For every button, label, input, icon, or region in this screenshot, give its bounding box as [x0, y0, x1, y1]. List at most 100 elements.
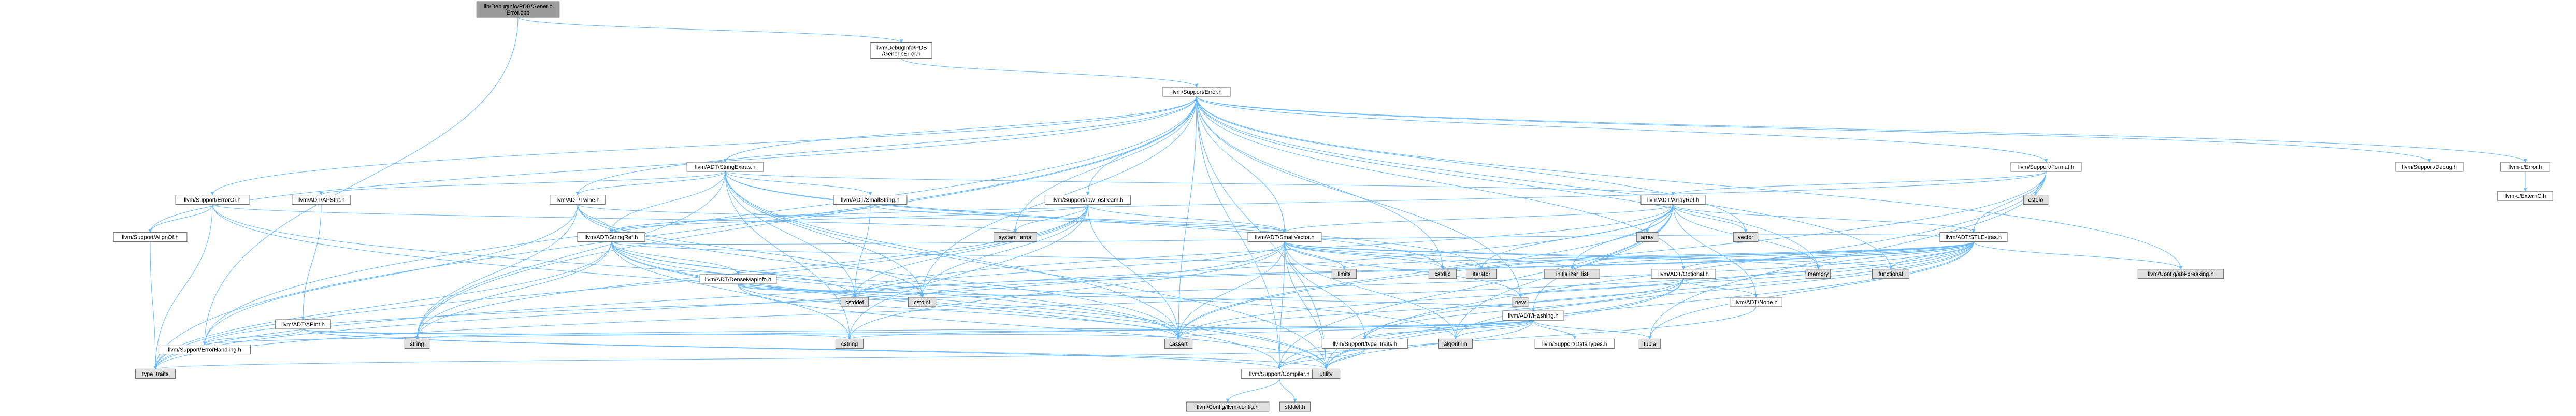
graph-node-optional[interactable]: llvm/ADT/Optional.h [1651, 269, 1716, 279]
graph-node-pdb-err[interactable]: llvm/DebugInfo/PDB/GenericError.h [870, 42, 932, 59]
graph-node-type-traits: type_traits [135, 368, 176, 379]
dependency-edge [1324, 278, 1684, 370]
node-label: llvm/Support/Error.h [1171, 89, 1221, 95]
dependency-edge [738, 283, 924, 298]
graph-node-cassert: cassert [1164, 338, 1193, 349]
dependency-edge [609, 171, 2047, 233]
node-label: cstring [841, 341, 858, 347]
node-box [1872, 269, 1909, 279]
node-box [292, 195, 351, 205]
graph-node-data-types[interactable]: llvm/Support/DataTypes.h [1534, 338, 1615, 349]
graph-node-debug[interactable]: llvm/Support/Debug.h [2395, 162, 2464, 172]
graph-node-type-traits-llvm[interactable]: llvm/Support/type_traits.h [1321, 338, 1408, 349]
node-label: llvm/ADT/Optional.h [1658, 271, 1709, 278]
graph-node-compiler[interactable]: llvm/Support/Compiler.h [1241, 368, 1318, 379]
dependency-edge [738, 283, 1181, 340]
dependency-edge [611, 241, 1346, 270]
dependency-edge [153, 96, 1197, 370]
dependency-edge [415, 204, 578, 340]
graph-node-stddef: stddef.h [1279, 401, 1311, 412]
dependency-edge [1087, 204, 1287, 233]
dependency-edge [150, 241, 157, 370]
node-label: iterator [1473, 271, 1491, 278]
dependency-edge [148, 96, 1197, 233]
node-label: llvm-c/Error.h [2509, 164, 2542, 170]
node-box [835, 338, 864, 349]
dependency-edge [853, 241, 1285, 298]
graph-node-small-vector[interactable]: llvm/ADT/SmallVector.h [1247, 232, 1322, 242]
dependency-edge [611, 241, 857, 298]
dependency-edge [1284, 241, 1522, 298]
graph-node-dense-map-info[interactable]: llvm/ADT/DenseMapInfo.h [699, 274, 777, 284]
dependency-edge [1324, 320, 1534, 370]
dependency-edge [901, 58, 1199, 88]
dependency-edge [1648, 171, 2047, 340]
graph-node-functional: functional [1872, 269, 1909, 279]
node-label: llvm/Support/DataTypes.h [1542, 341, 1607, 347]
dependency-edge [725, 171, 1328, 370]
graph-node-small-string[interactable]: llvm/ADT/SmallString.h [833, 195, 908, 205]
dependency-edge [153, 204, 1674, 370]
graph-node-string-extras[interactable]: llvm/ADT/StringExtras.h [686, 162, 764, 172]
graph-node-c-externc[interactable]: llvm-c/ExternC.h [2497, 191, 2553, 201]
graph-node-vector: vector [1733, 232, 1759, 242]
node-box [158, 345, 251, 355]
node-label: /GenericError.h [882, 51, 921, 58]
graph-node-raw-ostream[interactable]: llvm/Support/raw_ostream.h [1044, 195, 1131, 205]
dependency-edge [725, 171, 1445, 270]
node-label: new [1515, 299, 1526, 306]
graph-node-array-ref[interactable]: llvm/ADT/ArrayRef.h [1640, 195, 1706, 205]
graph-node-sup-err[interactable]: llvm/Support/Error.h [1162, 87, 1231, 97]
graph-node-none[interactable]: llvm/ADT/None.h [1730, 297, 1782, 307]
dependency-edge [301, 204, 322, 320]
dependency-edge [853, 204, 1674, 298]
node-box [2500, 162, 2550, 172]
dependency-edge [1279, 378, 1297, 403]
dependency-edge [1196, 96, 2183, 270]
node-label: cstddef [845, 299, 864, 306]
dependency-edge [847, 241, 1285, 340]
graph-node-c-error[interactable]: llvm-c/Error.h [2500, 162, 2550, 172]
node-label: llvm/Config/llvm-config.h [1197, 404, 1258, 410]
dependency-edge [415, 171, 726, 340]
node-label: llvm/ADT/StringRef.h [585, 235, 638, 241]
dependency-edge [415, 320, 1534, 340]
graph-node-string-ref[interactable]: llvm/ADT/StringRef.h [577, 232, 645, 242]
dependency-edge [415, 204, 1088, 340]
node-box [994, 232, 1037, 242]
graph-node-algorithm: algorithm [1438, 338, 1473, 349]
graph-node-align-of[interactable]: llvm/Support/AlignOf.h [113, 232, 188, 242]
dependency-edge [203, 328, 304, 346]
graph-node-stl-extras[interactable]: llvm/ADT/STLExtras.h [1939, 232, 2008, 242]
dependency-edge [1673, 204, 1758, 298]
node-box [2010, 162, 2082, 172]
graph-node-system-error: system_error [994, 232, 1037, 242]
node-box [833, 195, 908, 205]
graph-node-twine[interactable]: llvm/ADT/Twine.h [550, 195, 606, 205]
node-label: llvm/Support/AlignOf.h [122, 235, 178, 241]
node-label: stddef.h [1285, 404, 1305, 410]
node-label: llvm/Support/Compiler.h [1249, 371, 1310, 377]
graph-node-error-or[interactable]: llvm/Support/ErrorOr.h [175, 195, 250, 205]
graph-node-apint[interactable]: llvm/ADT/APInt.h [275, 319, 331, 329]
graph-node-root[interactable]: lib/DebugInfo/PDB/GenericError.cpp [476, 1, 560, 18]
dependency-edge [203, 17, 519, 346]
dependency-edge [609, 204, 1088, 233]
graph-node-cstdint: cstdint [908, 297, 937, 307]
graph-node-apsint[interactable]: llvm/ADT/APSInt.h [292, 195, 351, 205]
graph-node-error-handling[interactable]: llvm/Support/ErrorHandling.h [158, 345, 251, 355]
graph-node-format[interactable]: llvm/Support/Format.h [2010, 162, 2082, 172]
dependency-edge [1683, 278, 1758, 298]
dependency-edge [611, 241, 740, 275]
node-label: llvm/ADT/APSInt.h [297, 197, 344, 204]
dependency-edge [1454, 241, 1974, 340]
node-box [1733, 232, 1759, 242]
node-box [275, 319, 331, 329]
node-label: lib/DebugInfo/PDB/Generic [484, 4, 553, 10]
node-label: tuple [1644, 341, 1656, 347]
graph-node-limits: limits [1331, 269, 1357, 279]
graph-node-llvm-config: llvm/Config/llvm-config.h [1186, 401, 1270, 412]
graph-node-hashing[interactable]: llvm/ADT/Hashing.h [1502, 310, 1564, 321]
dependency-edge [611, 241, 1328, 370]
